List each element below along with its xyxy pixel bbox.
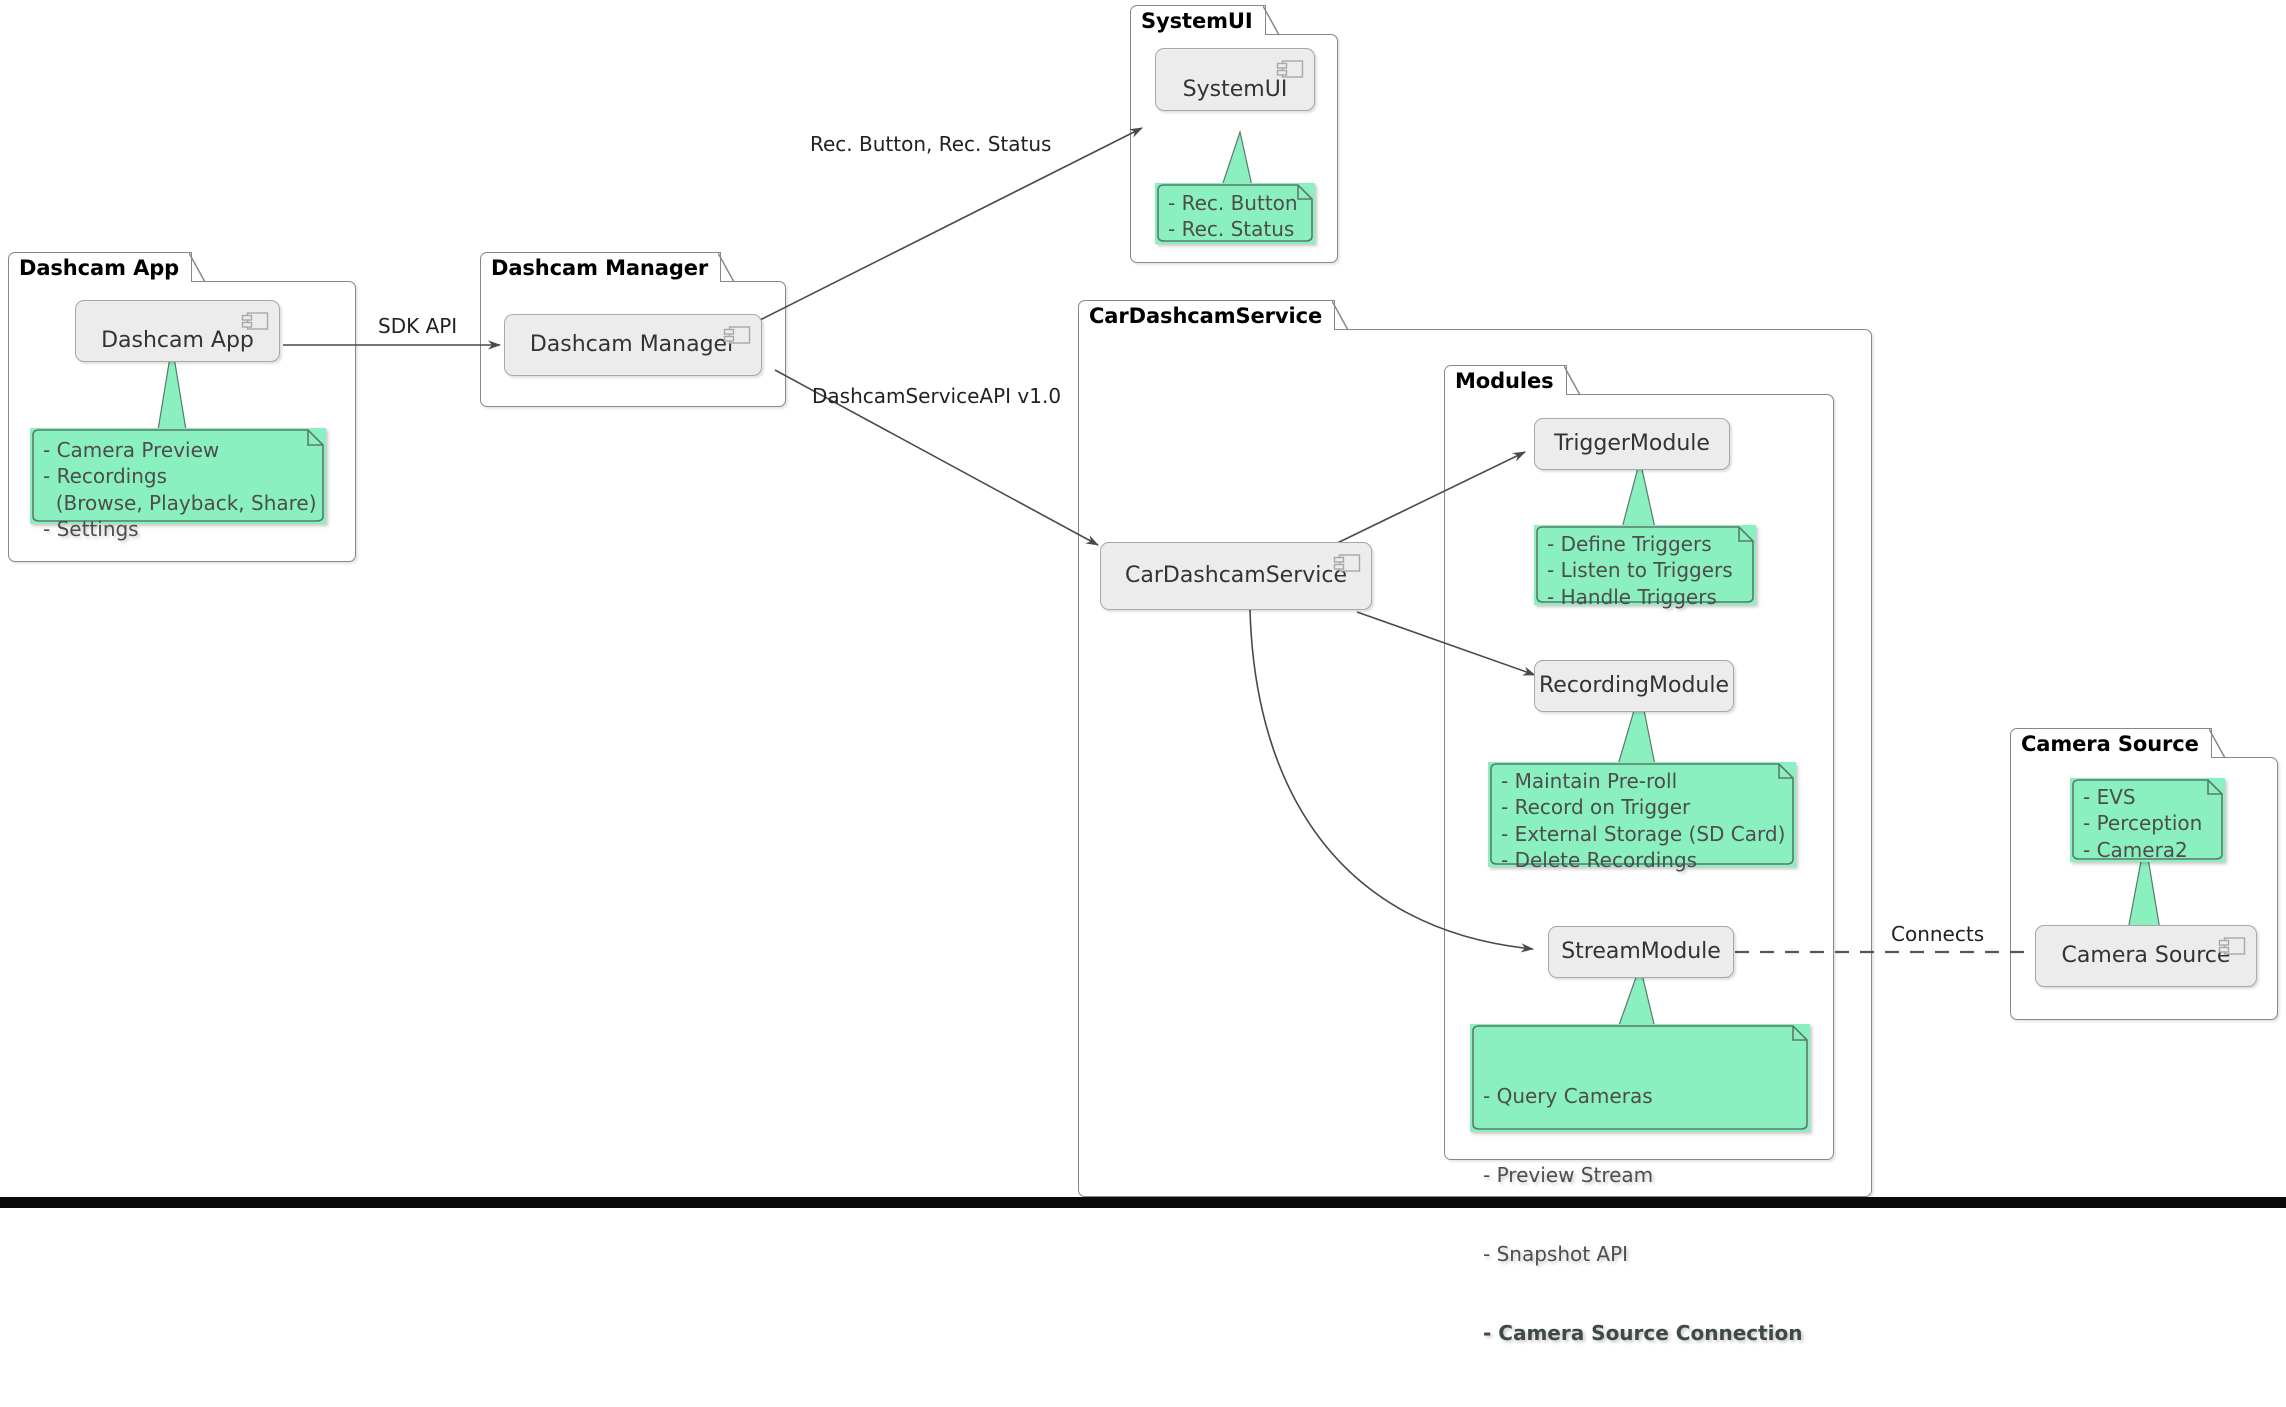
note-recording-module: - Maintain Pre-roll - Record on Trigger … bbox=[1488, 762, 1796, 872]
component-recording-module[interactable]: RecordingModule bbox=[1534, 660, 1734, 712]
note-text: - Query Cameras - Preview Stream - Snaps… bbox=[1470, 1024, 1810, 1407]
package-tab-corner-icon bbox=[1262, 6, 1281, 37]
component-label: Dashcam App bbox=[101, 328, 254, 353]
note-dashcam-app: - Camera Preview - Recordings (Browse, P… bbox=[30, 428, 326, 541]
package-title-modules: Modules bbox=[1444, 365, 1581, 396]
package-title-camera-source: Camera Source bbox=[2010, 728, 2226, 759]
component-trigger-module[interactable]: TriggerModule bbox=[1534, 418, 1730, 470]
package-label: SystemUI bbox=[1141, 8, 1253, 33]
package-tab-corner-icon bbox=[189, 253, 207, 284]
component-icon bbox=[723, 325, 751, 346]
component-label: Camera Source bbox=[2061, 943, 2231, 968]
note-text: - Maintain Pre-roll - Record on Trigger … bbox=[1501, 769, 1786, 873]
package-label: Modules bbox=[1455, 368, 1554, 393]
note-stream-module: - Query Cameras - Preview Stream - Snaps… bbox=[1470, 1024, 1810, 1345]
component-icon bbox=[241, 311, 269, 332]
component-dashcam-manager[interactable]: Dashcam Manager bbox=[504, 314, 762, 376]
component-label: TriggerModule bbox=[1554, 431, 1710, 456]
component-dashcam-app[interactable]: Dashcam App bbox=[75, 300, 280, 362]
edge-rec-button-status bbox=[759, 127, 1143, 321]
edge-label-rec-button-status: Rec. Button, Rec. Status bbox=[810, 132, 1052, 156]
package-tab-corner-icon bbox=[718, 253, 736, 284]
note-line-bold: - Camera Source Connection bbox=[1483, 1321, 1803, 1346]
edge-label-sdk-api: SDK API bbox=[378, 314, 458, 338]
note-text: - Camera Preview - Recordings (Browse, P… bbox=[43, 438, 317, 542]
note-shape bbox=[32, 429, 324, 522]
package-label: Dashcam App bbox=[19, 255, 180, 280]
package-label: Dashcam Manager bbox=[491, 255, 709, 280]
package-label: Camera Source bbox=[2021, 731, 2199, 756]
package-title-dashcam-app: Dashcam App bbox=[8, 252, 206, 283]
note-text: - EVS - Perception - Camera2 bbox=[2083, 785, 2203, 862]
package-title-system-ui: SystemUI bbox=[1130, 5, 1280, 36]
note-shape bbox=[1472, 1025, 1808, 1130]
package-tab-corner-icon bbox=[2208, 729, 2227, 760]
note-line: - Snapshot API bbox=[1483, 1242, 1629, 1267]
note-shape bbox=[1536, 526, 1754, 603]
note-trigger-module: - Define Triggers - Listen to Triggers -… bbox=[1534, 525, 1756, 609]
bottom-black-bar bbox=[0, 1197, 2286, 1208]
component-icon bbox=[1276, 59, 1304, 80]
component-icon bbox=[1333, 553, 1361, 574]
component-camera-source[interactable]: Camera Source bbox=[2035, 925, 2257, 987]
package-label: CarDashcamService bbox=[1089, 303, 1323, 328]
edge-label-dashcam-service-api: DashcamServiceAPI v1.0 bbox=[812, 384, 1062, 408]
component-stream-module[interactable]: StreamModule bbox=[1548, 926, 1734, 978]
note-shape bbox=[2072, 779, 2223, 860]
component-label: StreamModule bbox=[1561, 939, 1721, 964]
component-car-dashcam-service[interactable]: CarDashcamService bbox=[1100, 542, 1372, 610]
note-text: - Rec. Button - Rec. Status bbox=[1168, 191, 1298, 242]
package-title-dashcam-manager: Dashcam Manager bbox=[480, 252, 735, 283]
note-system-ui: - Rec. Button - Rec. Status bbox=[1155, 183, 1315, 244]
package-tab-corner-icon bbox=[1563, 366, 1582, 397]
note-shape bbox=[1157, 184, 1313, 242]
component-label: RecordingModule bbox=[1538, 673, 1730, 698]
note-text: - Define Triggers - Listen to Triggers -… bbox=[1547, 532, 1733, 609]
component-label: CarDashcamService bbox=[1124, 563, 1348, 588]
note-camera-source: - EVS - Perception - Camera2 bbox=[2070, 778, 2225, 862]
package-title-car-dashcam-service: CarDashcamService bbox=[1078, 300, 1349, 331]
diagram-canvas: Dashcam App Dashcam App - Camera Preview… bbox=[0, 5, 2286, 1345]
edge-label-connects: Connects bbox=[1891, 922, 1985, 946]
component-label: SystemUI bbox=[1182, 77, 1288, 102]
note-line: - Preview Stream bbox=[1483, 1162, 1654, 1187]
component-system-ui[interactable]: SystemUI bbox=[1155, 48, 1315, 111]
package-tab-corner-icon bbox=[1332, 301, 1350, 332]
component-icon bbox=[2218, 936, 2246, 957]
component-label: Dashcam Manager bbox=[529, 332, 737, 357]
note-line: - Query Cameras bbox=[1483, 1083, 1653, 1108]
